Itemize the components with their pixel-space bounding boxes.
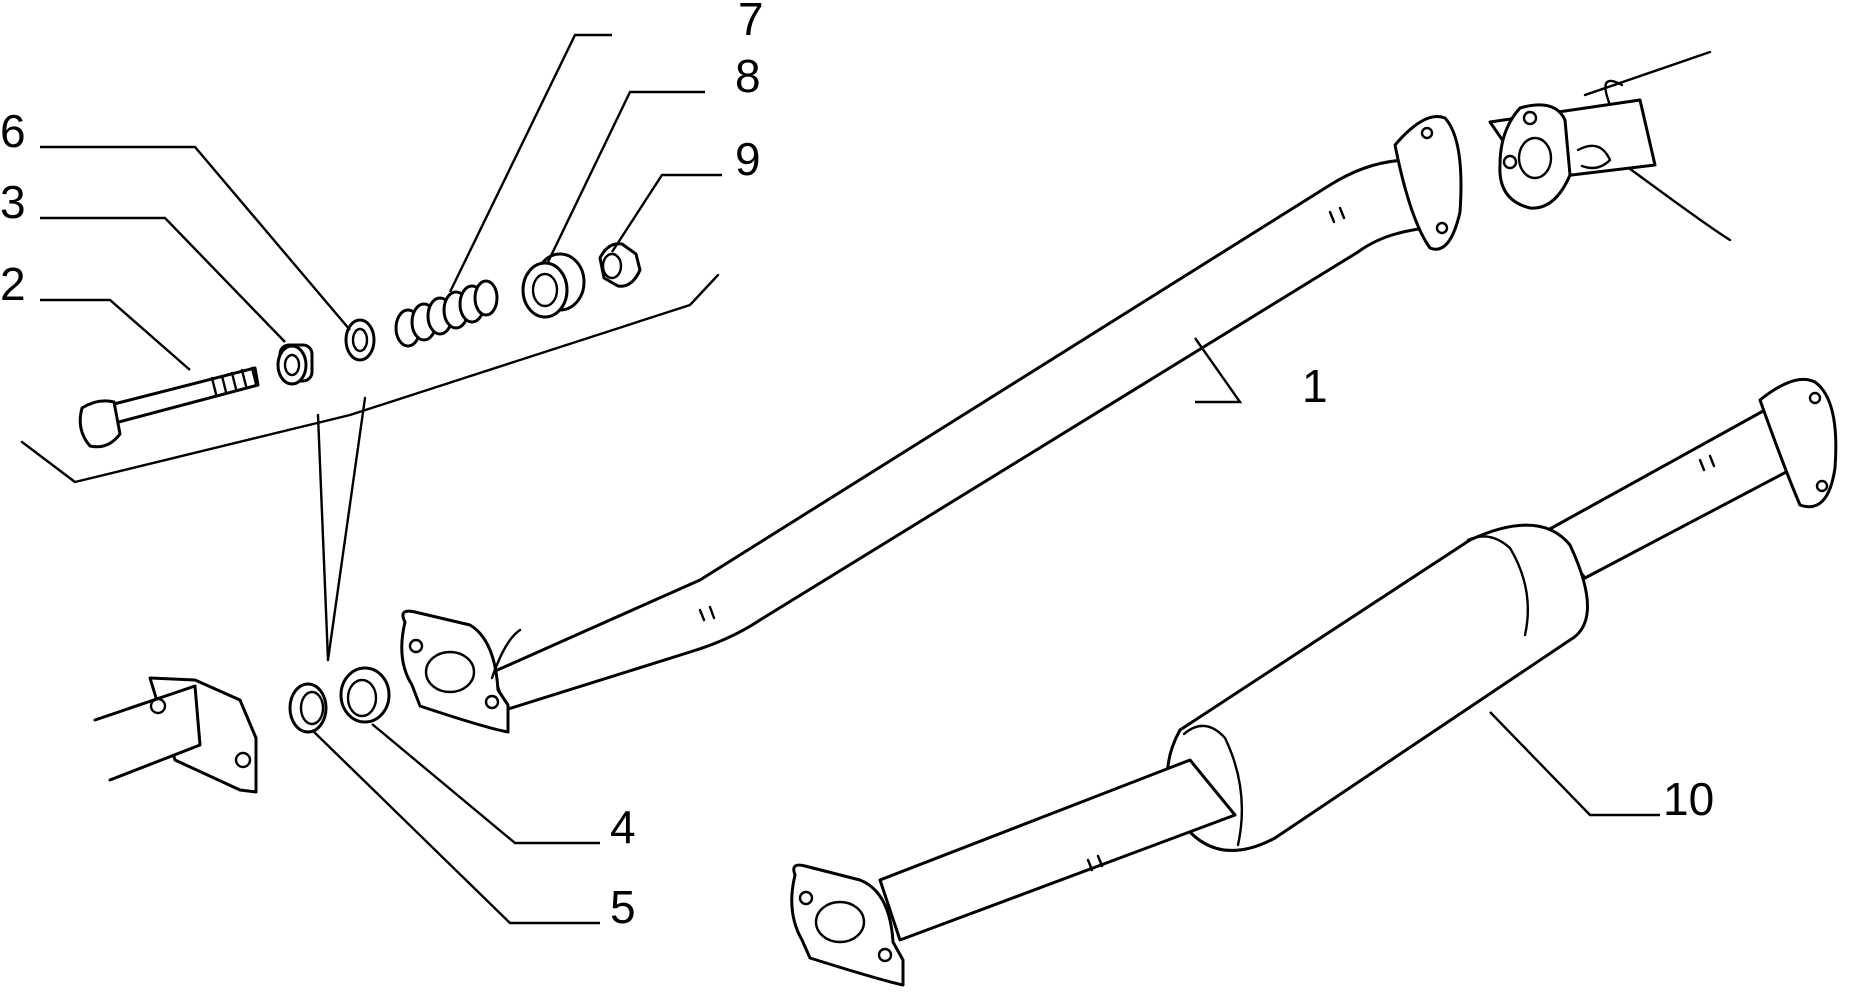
callout-5: 5 [610,881,636,933]
rear-pipe-silencer [790,377,1838,987]
sleeve [521,252,586,319]
bush [276,343,314,386]
sealing-ring-4 [339,666,391,724]
callout-3: 3 [0,176,26,228]
callout-2: 2 [0,258,26,310]
callout-6: 6 [0,105,26,157]
spring [394,279,499,348]
callouts: 1 2 3 6 7 8 9 4 5 10 [0,0,1714,933]
front-pipe [400,115,1463,734]
context-rear-muffler [1488,50,1732,242]
leader-lines [40,33,1660,925]
callout-8: 8 [735,50,761,102]
bolt [78,366,260,449]
callout-4: 4 [610,801,636,853]
explosion-bracket [20,273,720,662]
callout-1: 1 [1302,360,1328,412]
nut [598,242,642,288]
callout-10: 10 [1663,773,1714,825]
context-left-pipe [93,676,258,794]
callout-9: 9 [735,133,761,185]
callout-7: 7 [738,0,764,45]
sealing-ring-5 [288,682,328,734]
washer [344,318,376,362]
